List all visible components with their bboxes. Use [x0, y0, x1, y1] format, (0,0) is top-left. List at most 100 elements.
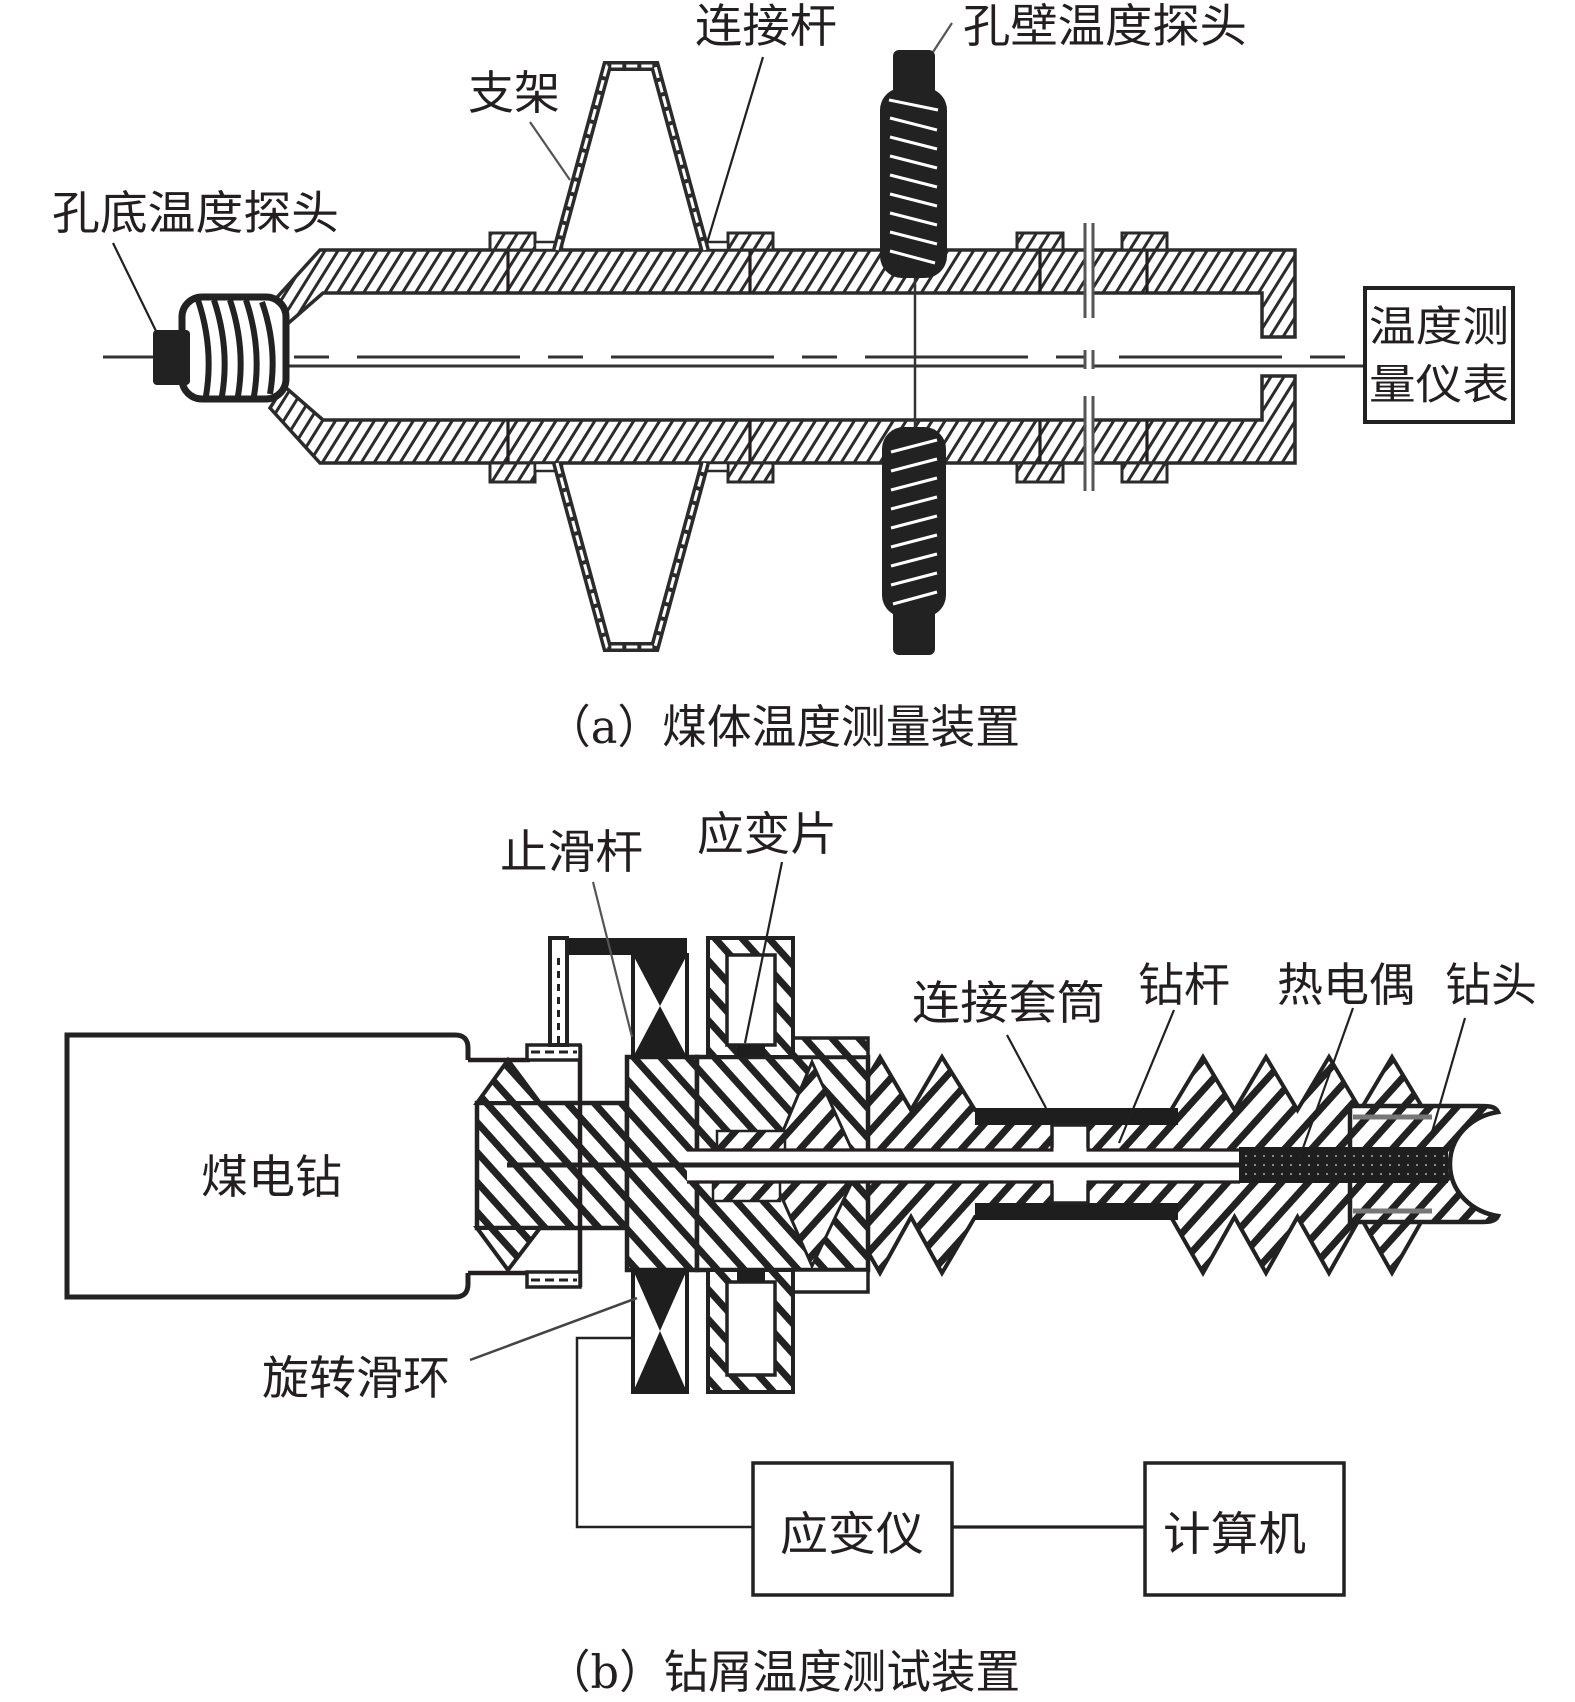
- coil-winding: [890, 552, 938, 568]
- leader-thermocouple: [1296, 1007, 1355, 1163]
- collar: [1120, 461, 1169, 484]
- leader-drill-rod: [1117, 1009, 1176, 1144]
- slip-ring-hourglass: [633, 1270, 687, 1331]
- coil-winding: [889, 135, 938, 151]
- probe-cap: [153, 330, 190, 385]
- drill-motor-housing: [64, 1032, 471, 1300]
- coil-winding: [889, 192, 938, 208]
- coil-winding: [890, 533, 938, 549]
- label-computer: 计算机: [1163, 1507, 1306, 1561]
- anti-slip-rod-post: [548, 936, 569, 1047]
- coil-winding: [890, 495, 938, 511]
- anti-slip-rod-top-bar: [550, 938, 687, 955]
- leader-bottom-probe: [112, 242, 157, 332]
- label-strain-gauge: 应变片: [697, 807, 837, 861]
- rotary-slip-ring-lower: [631, 1268, 689, 1394]
- label-connecting-sleeve: 连接套筒: [912, 976, 1105, 1030]
- support-bracket-lower: [552, 461, 710, 652]
- coil-winding: [890, 438, 938, 454]
- leader-drill-bit: [1430, 1017, 1467, 1133]
- coil-winding: [259, 301, 276, 395]
- strain-gauge: [737, 1045, 765, 1057]
- leader-wall-probe: [932, 22, 953, 53]
- chuck-nose-lower: [473, 1226, 545, 1274]
- connecting-sleeve-upper: [975, 1108, 1178, 1125]
- slip-ring-hourglass: [633, 955, 687, 1006]
- coil-winding: [211, 299, 228, 397]
- label-wall-probe: 孔壁温度探头: [963, 0, 1247, 53]
- coil-winding: [890, 476, 938, 492]
- bottom-temperature-probe: [153, 293, 290, 403]
- label-bracket: 支架: [468, 66, 560, 120]
- coil-winding: [889, 230, 938, 246]
- label-drill-bit: 钻头: [1445, 958, 1537, 1012]
- caption-panel-a: （a）煤体温度测量装置: [546, 700, 1020, 754]
- collar: [1015, 231, 1065, 252]
- computer-box: [1143, 1461, 1346, 1597]
- support-bracket-upper: [552, 61, 710, 252]
- coil-winding: [890, 514, 938, 530]
- label-connecting-rod: 连接杆: [695, 0, 837, 53]
- chuck-nose-upper: [473, 1056, 544, 1105]
- tube-lower-wall: [267, 374, 1297, 465]
- coil-winding: [892, 590, 938, 606]
- probe-rod: [893, 50, 935, 100]
- tube-upper-wall: [267, 248, 1297, 339]
- panel-a-coal-temperature-device: 温度测 量仪表 连接杆 孔壁温度探头 支架 孔底温度探头 （a）煤体温度测量装置: [52, 0, 1515, 754]
- leader-connecting-sleeve: [1006, 1034, 1047, 1109]
- coil-winding: [889, 249, 936, 265]
- leader-bracket: [529, 121, 571, 181]
- label-coal-drill: 煤电钻: [201, 1150, 342, 1204]
- bracket-core: [555, 462, 707, 649]
- wall-temperature-probe-lower: [882, 427, 946, 655]
- coil-winding: [889, 154, 938, 170]
- collar: [726, 231, 775, 252]
- coil-winding: [243, 299, 260, 397]
- rotary-slip-ring-upper: [631, 953, 689, 1059]
- collar: [1120, 231, 1169, 252]
- strain-meter-box: [751, 1461, 954, 1597]
- coil-winding: [888, 98, 939, 112]
- caption-panel-b: （b）钻屑温度测试装置: [546, 1645, 1020, 1699]
- inner-bushing: [715, 1129, 787, 1152]
- slip-ring-hourglass: [633, 1006, 687, 1057]
- wall-temperature-probe-upper: [880, 50, 947, 278]
- collar: [488, 461, 537, 484]
- thermocouple: [1239, 1147, 1448, 1183]
- bracket-outline: [552, 461, 710, 652]
- label-strain-meter: 应变仪: [780, 1507, 924, 1561]
- label-anti-slip-rod: 止滑杆: [500, 825, 643, 879]
- coil-winding: [227, 299, 244, 397]
- slip-ring-hourglass: [633, 1331, 687, 1392]
- bracket-outline: [552, 61, 710, 252]
- instrument-box: [1363, 286, 1515, 424]
- strain-gauge: [737, 1270, 765, 1282]
- strain-gauge-frame-lower: [706, 1268, 795, 1394]
- gauge-frame-window: [725, 953, 777, 1047]
- label-bottom-probe: 孔底温度探头: [52, 186, 339, 240]
- coil-winding: [889, 116, 938, 132]
- leader-slip-ring: [469, 1296, 638, 1362]
- label-drill-rod: 钻杆: [1138, 958, 1230, 1012]
- inner-bushing: [711, 1180, 782, 1203]
- leader-anti-slip-rod: [591, 881, 634, 1038]
- break-mark: [1083, 223, 1095, 491]
- instrument-label-line2: 量仪表: [1369, 360, 1509, 409]
- break-gap: [1086, 350, 1092, 370]
- probe-coil-body: [880, 88, 947, 278]
- strain-gauge-frame-upper: [706, 936, 795, 1059]
- collar: [726, 461, 775, 484]
- collar: [488, 231, 537, 252]
- slip-ring-to-strain-meter-wire: [575, 1336, 753, 1529]
- coil-winding: [890, 571, 938, 587]
- hub-flange-lower: [791, 1268, 870, 1294]
- temperature-instrument: 温度测 量仪表: [1363, 286, 1515, 424]
- computer: 计算机: [1143, 1461, 1346, 1597]
- gauge-frame-window: [725, 1280, 777, 1377]
- leader-connecting-rod: [705, 56, 765, 244]
- instrument-label-line1: 温度测: [1369, 302, 1509, 351]
- hub-flange-upper: [791, 1036, 870, 1059]
- coil-winding: [889, 173, 938, 189]
- collar: [1015, 461, 1065, 484]
- panel-b-drill-cuttings-device: 煤电钻: [64, 807, 1537, 1699]
